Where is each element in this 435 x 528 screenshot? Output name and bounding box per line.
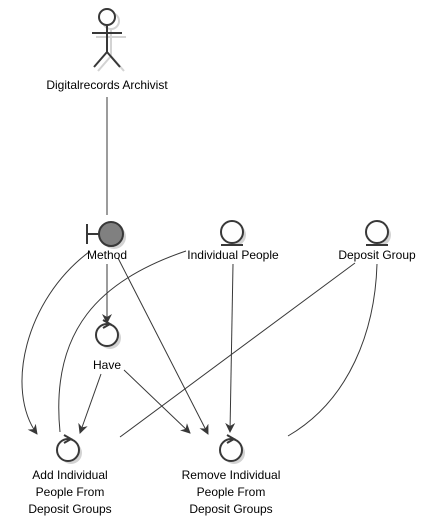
edge-deposit-group-add-people (119, 262, 356, 438)
archivist-actor-icon (92, 8, 126, 72)
edge-method-remove-people (117, 257, 209, 435)
have-control-icon (95, 319, 121, 349)
method-label: Method (86, 248, 128, 262)
edge-have-remove-people (123, 369, 191, 434)
add-people-label-line-2: People From (35, 485, 105, 499)
remove-people-label-line-3: Deposit Groups (189, 502, 273, 516)
edge-individual-people-add-people (58, 250, 187, 433)
edge-have-add-people (78, 373, 102, 434)
method-boundary-icon (86, 221, 126, 249)
have-label: Have (92, 358, 121, 372)
edge-individual-people-remove-people (225, 263, 236, 433)
remove-people-label-line-2: People From (196, 485, 266, 499)
add-people-control-icon (56, 434, 82, 464)
edge-method-add-people (21, 251, 90, 435)
deposit-group-entity-icon (365, 220, 391, 246)
add-people-label-line-1: Add Individual (32, 468, 108, 482)
add-people-label-line-3: Deposit Groups (28, 502, 112, 516)
individual-people-entity-icon (220, 220, 246, 246)
remove-people-label-line-1: Remove Individual (181, 468, 281, 482)
remove-people-control-icon (219, 434, 245, 464)
deposit-group-label: Deposit Group (338, 248, 416, 262)
edge-deposit-group-remove-people (287, 263, 378, 437)
archivist-label: Digitalrecords Archivist (46, 78, 168, 92)
remove-people-label: Remove Individual People From Deposit Gr… (156, 467, 306, 518)
add-people-label: Add Individual People From Deposit Group… (0, 467, 140, 518)
individual-people-label: Individual People (187, 248, 279, 262)
